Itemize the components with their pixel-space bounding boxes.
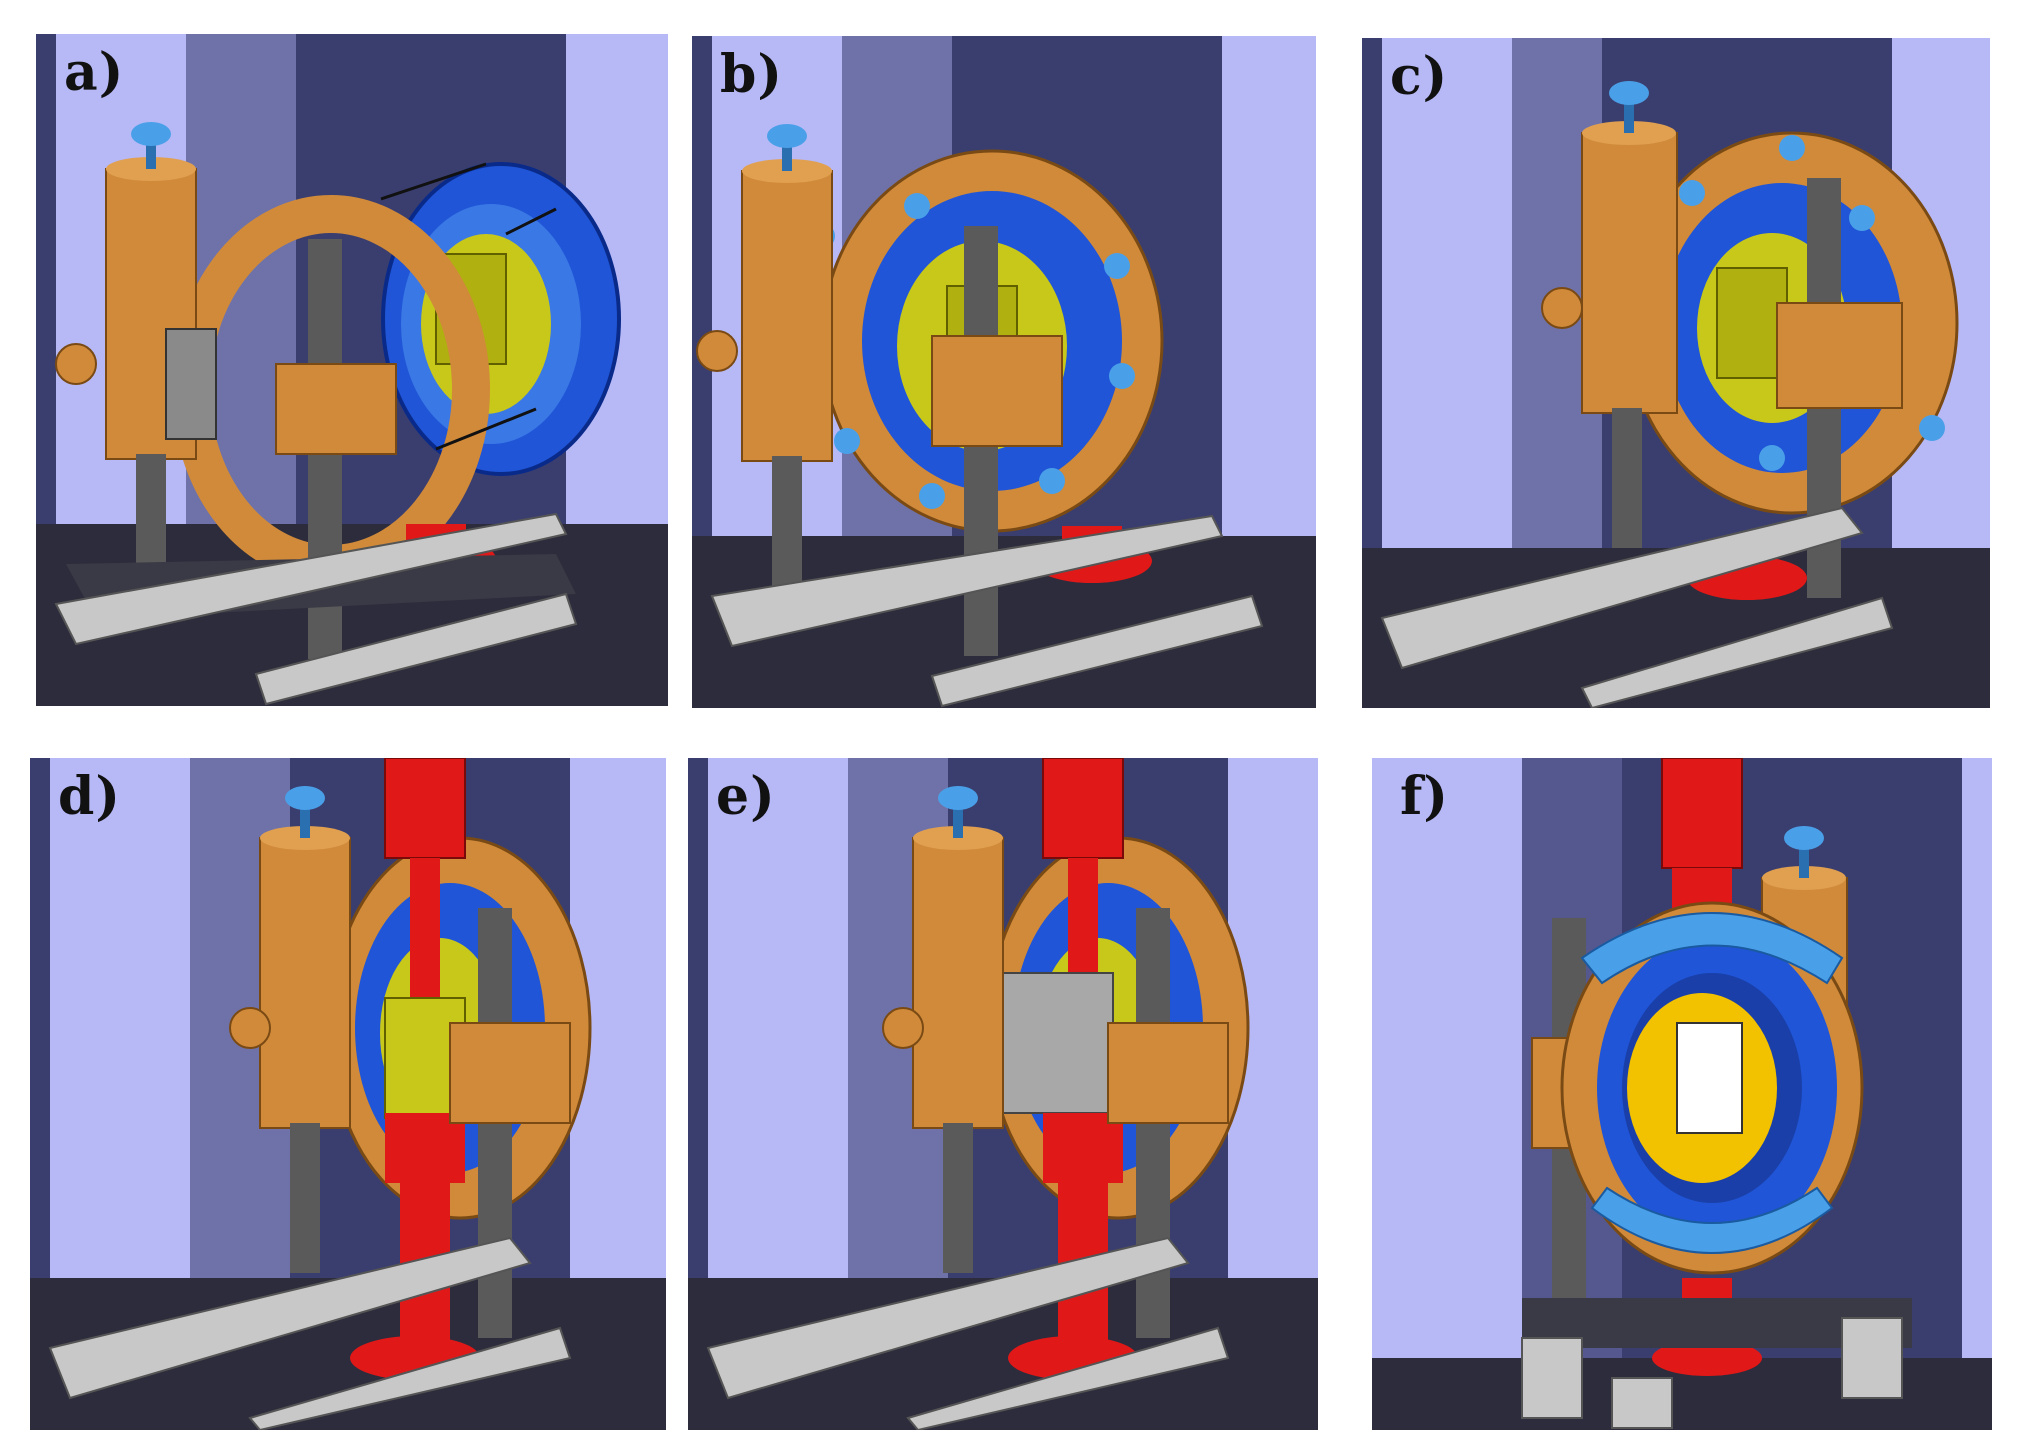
panel-e: e) — [688, 758, 1318, 1430]
panel-c-drawing — [1362, 38, 1990, 708]
panel-e-drawing — [688, 758, 1318, 1430]
panel-d: d) — [30, 758, 666, 1430]
panel-d-drawing — [30, 758, 666, 1430]
panel-a-drawing — [36, 34, 668, 706]
panel-c: c) — [1362, 38, 1990, 708]
panel-e-label: e) — [716, 766, 776, 827]
panel-a-label: a) — [64, 42, 125, 103]
panel-f-drawing — [1372, 758, 1992, 1430]
panel-c-label: c) — [1390, 46, 1449, 107]
panel-b-label: b) — [720, 44, 783, 105]
panel-b: b) — [692, 36, 1316, 708]
panel-f-label: f) — [1400, 766, 1449, 827]
panel-d-label: d) — [58, 766, 121, 827]
panel-a: a) — [36, 34, 668, 706]
panel-b-drawing — [692, 36, 1316, 708]
panel-f: f) — [1372, 758, 1992, 1430]
